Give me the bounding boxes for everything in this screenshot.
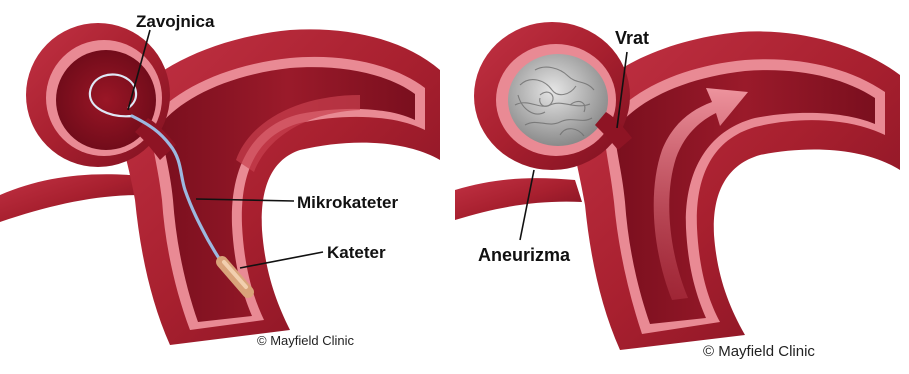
label-neck: Vrat	[615, 28, 649, 49]
right-panel-vessel	[455, 22, 900, 350]
label-microcatheter: Mikrokateter	[297, 193, 398, 213]
credit-right: © Mayfield Clinic	[703, 343, 815, 360]
left-panel-vessel	[0, 23, 440, 345]
left-side-branch	[0, 174, 140, 222]
right-side-branch	[455, 178, 582, 220]
credit-left: © Mayfield Clinic	[257, 333, 354, 348]
label-catheter: Kateter	[327, 243, 386, 263]
coil-mass	[508, 54, 608, 146]
label-aneurysm: Aneurizma	[478, 245, 570, 266]
label-coil: Zavojnica	[136, 12, 214, 32]
